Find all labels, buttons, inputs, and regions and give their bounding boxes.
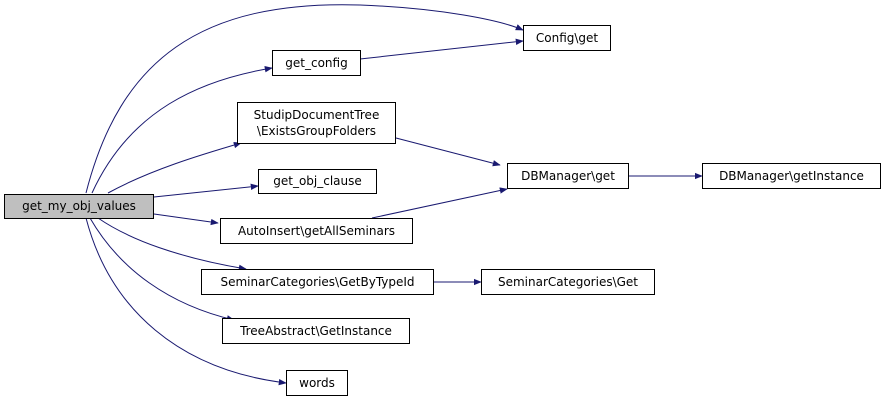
edge-root-to-studip-document-tree [107, 141, 242, 194]
node-label-line-1: StudipDocumentTree [253, 108, 380, 122]
edge-root-to-autoinsert [153, 213, 219, 226]
node-dbmanager-get[interactable]: DBManager\get [507, 163, 629, 189]
node-label-line-2: \ExistsGroupFolders [256, 124, 377, 138]
edge-root-to-config-get [85, 4, 524, 194]
node-config-get[interactable]: Config\get [523, 25, 611, 51]
node-label: DBManager\getInstance [719, 168, 864, 183]
node-seminarcategories-getbytypeid[interactable]: SeminarCategories\GetByTypeId [201, 269, 434, 295]
node-label: AutoInsert\getAllSeminars [237, 223, 396, 238]
node-label: Config\get [535, 30, 599, 45]
node-autoinsert-getallseminars[interactable]: AutoInsert\getAllSeminars [220, 218, 413, 244]
node-seminarcategories-get[interactable]: SeminarCategories\Get [481, 269, 655, 295]
edge-autoinsert-to-dbmanager-get [371, 187, 508, 219]
edge-root-to-get-obj-clause [153, 183, 259, 198]
node-label: get_config [285, 55, 348, 70]
node-label: words [299, 375, 335, 390]
edge-get-config-to-config-get [359, 38, 524, 60]
node-label: SeminarCategories\GetByTypeId [220, 274, 415, 289]
node-treeabstract-getinstance[interactable]: TreeAbstract\GetInstance [222, 318, 410, 344]
node-words[interactable]: words [286, 370, 348, 396]
edge-studip-document-tree-to-dbmanager-get [395, 137, 501, 167]
node-label: DBManager\get [521, 168, 615, 183]
node-label: get_obj_clause [273, 174, 362, 188]
node-dbmanager-getinstance[interactable]: DBManager\getInstance [702, 163, 881, 189]
node-studip-document-tree[interactable]: StudipDocumentTree \ExistsGroupFolders [237, 102, 396, 144]
node-get-my-obj-values: get_my_obj_values [4, 194, 154, 219]
node-label: get_my_obj_values [22, 199, 136, 213]
node-get-obj-clause[interactable]: get_obj_clause [258, 169, 377, 194]
node-label: SeminarCategories\Get [497, 274, 639, 289]
node-label: TreeAbstract\GetInstance [240, 323, 392, 338]
node-get-config[interactable]: get_config [272, 50, 361, 76]
